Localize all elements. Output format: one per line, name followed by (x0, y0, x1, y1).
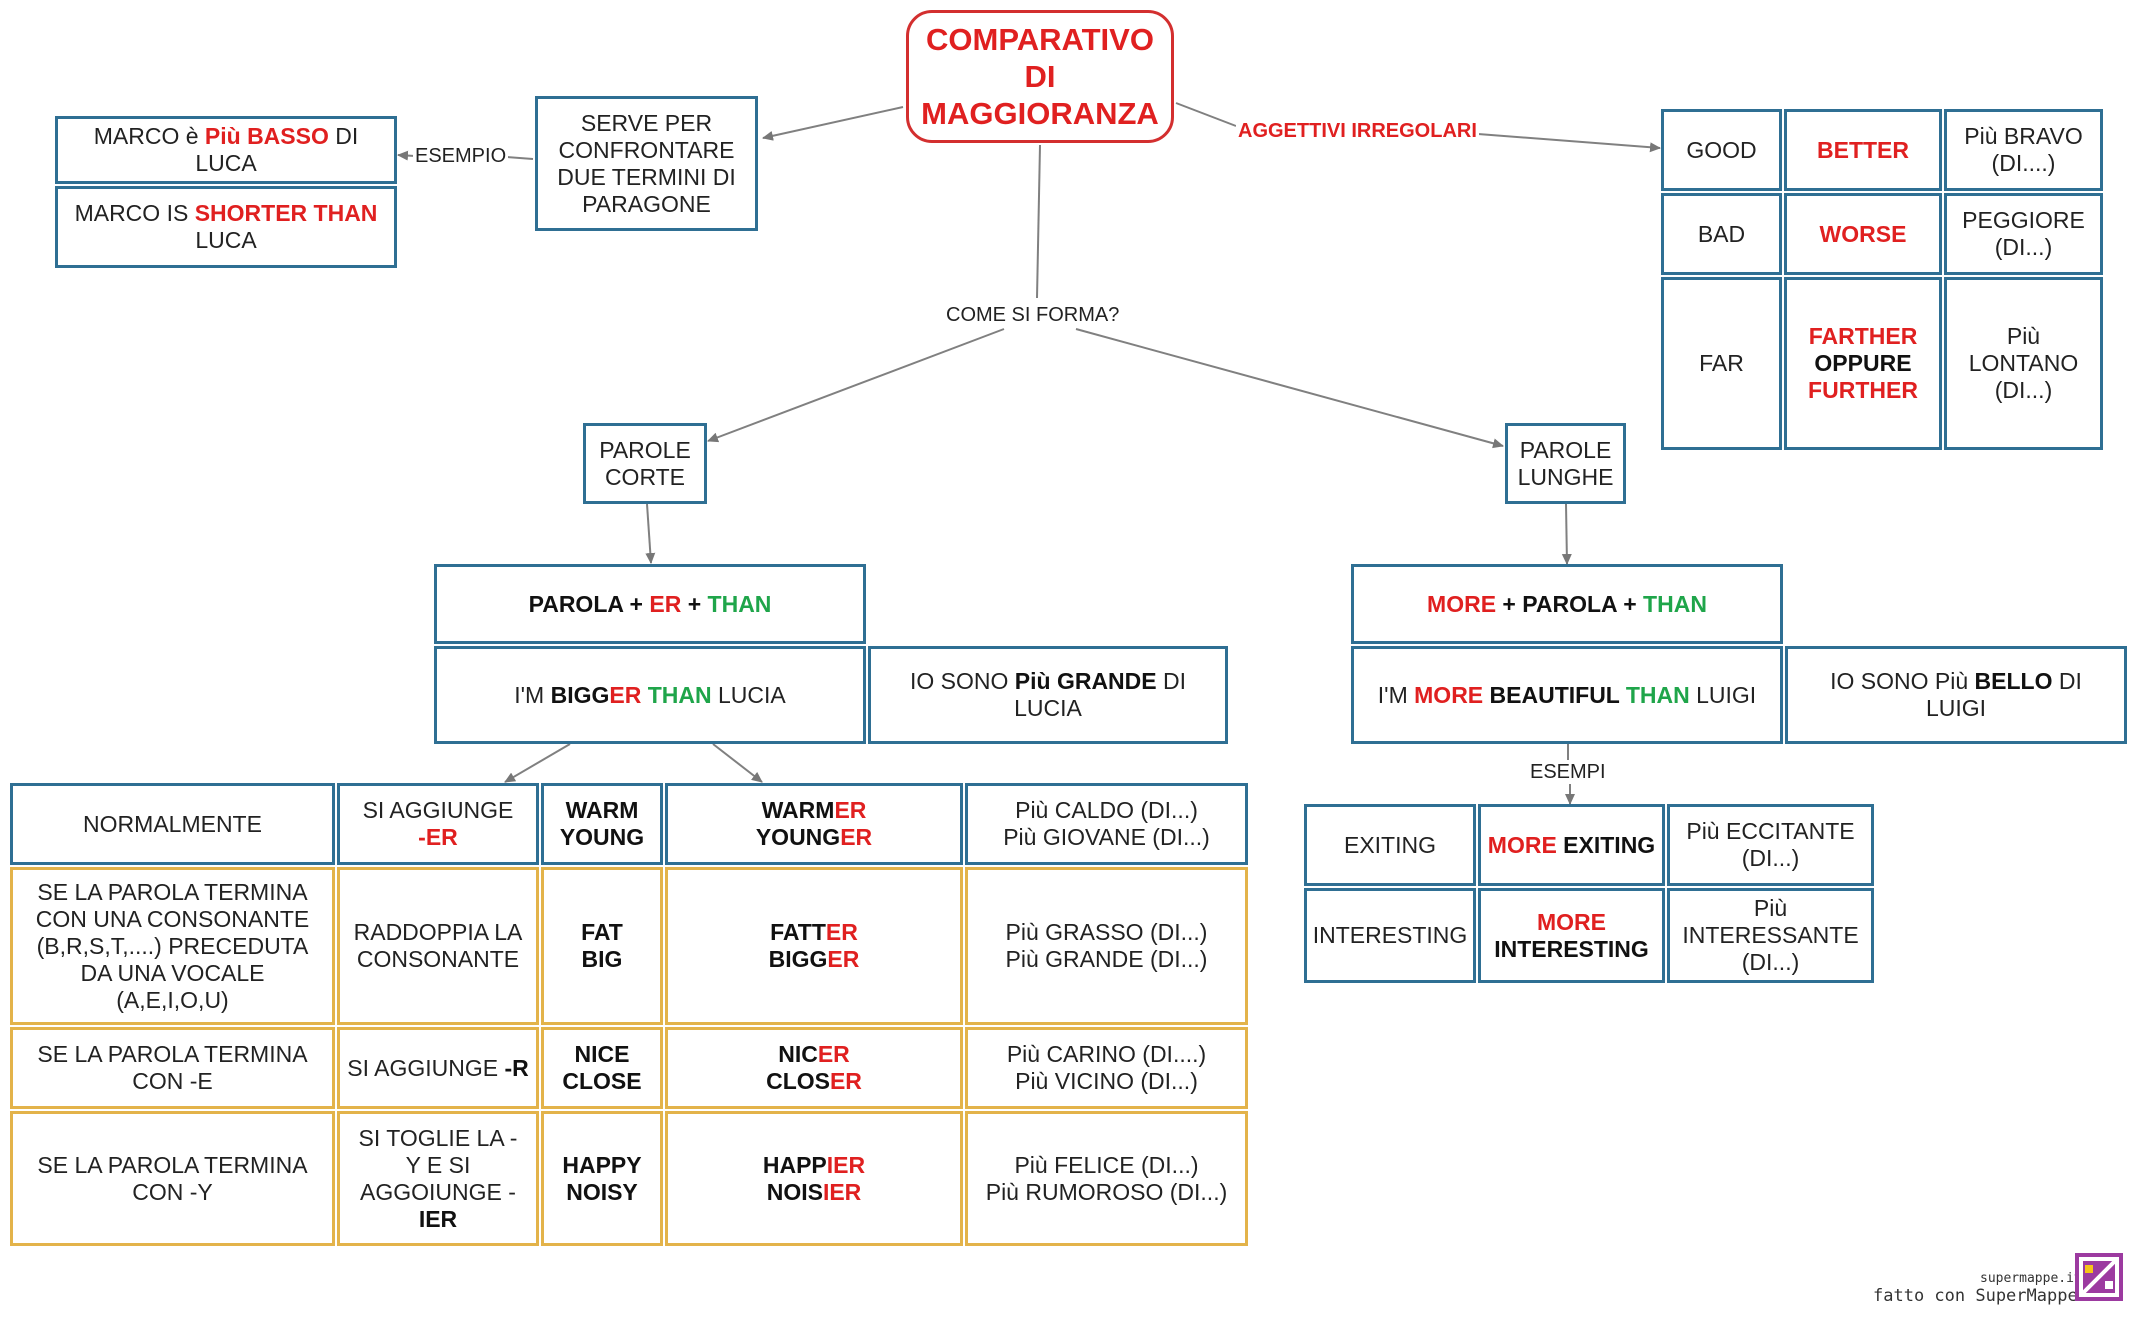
long-row-base-interesting: INTERESTING (1304, 888, 1476, 983)
rule-it-normal: Più CALDO (DI...) Più GIOVANE (DI...) (965, 783, 1248, 865)
rule-comp-e: NICER CLOSER (665, 1027, 963, 1109)
rule-words-normal: WARM YOUNG (541, 783, 663, 865)
how-formed-label: COME SI FORMA? (944, 304, 1122, 326)
short-example-box: I'M BIGGER THAN LUCIA (434, 646, 866, 744)
irregular-it-bravo: Più BRAVO (DI....) (1944, 109, 2103, 191)
short-formula-box: PAROLA + ER + THAN (434, 564, 866, 644)
example-italian-box: MARCO è Più BASSO DI LUCA (55, 116, 397, 184)
example-english-box: MARCO IS SHORTER THAN LUCA (55, 186, 397, 268)
irregular-it-peggiore: PEGGIORE (DI...) (1944, 193, 2103, 275)
rule-when-y: SE LA PAROLA TERMINA CON -Y (10, 1111, 335, 1246)
short-words-box: PAROLE CORTE (583, 423, 707, 504)
rule-words-y: HAPPY NOISY (541, 1111, 663, 1246)
irregular-base-far: FAR (1661, 277, 1782, 450)
esempio-label: ESEMPIO (413, 145, 509, 167)
long-example-italian-box: IO SONO Più BELLO DI LUIGI (1785, 646, 2127, 744)
long-row-it-eccitante: Più ECCITANTE (DI...) (1667, 804, 1874, 886)
rule-it-e: Più CARINO (DI....) Più VICINO (DI...) (965, 1027, 1248, 1109)
esempi-label: ESEMPI (1528, 761, 1608, 783)
footer-site: supermappe.it (1980, 1271, 2082, 1286)
purpose-box: SERVE PER CONFRONTARE DUE TERMINI DI PAR… (535, 96, 758, 231)
rule-action-e: SI AGGIUNGE -R (337, 1027, 539, 1109)
irregular-comp-farther: FARTHER OPPURE FURTHER (1784, 277, 1942, 450)
rule-comp-consonant: FATTER BIGGER (665, 867, 963, 1025)
long-words-box: PAROLE LUNGHE (1505, 423, 1626, 504)
long-row-base-exiting: EXITING (1304, 804, 1476, 886)
supermappe-logo (2075, 1253, 2123, 1301)
irregular-comp-better: BETTER (1784, 109, 1942, 191)
rule-comp-y: HAPPIER NOISIER (665, 1111, 963, 1246)
long-row-it-interessante: Più INTERESSANTE (DI...) (1667, 888, 1874, 983)
rule-action-y: SI TOGLIE LA - Y E SI AGGOIUNGE - IER (337, 1111, 539, 1246)
rule-when-normal: NORMALMENTE (10, 783, 335, 865)
irregular-base-good: GOOD (1661, 109, 1782, 191)
rule-it-consonant: Più GRASSO (DI...) Più GRANDE (DI...) (965, 867, 1248, 1025)
rule-words-e: NICE CLOSE (541, 1027, 663, 1109)
irregular-comp-worse: WORSE (1784, 193, 1942, 275)
irregular-base-bad: BAD (1661, 193, 1782, 275)
rule-when-consonant: SE LA PAROLA TERMINA CON UNA CONSONANTE … (10, 867, 335, 1025)
rule-action-normal: SI AGGIUNGE -ER (337, 783, 539, 865)
rule-action-consonant: RADDOPPIA LA CONSONANTE (337, 867, 539, 1025)
rule-comp-normal: WARMER YOUNGER (665, 783, 963, 865)
footer-made-with: fatto con SuperMappe (1873, 1286, 2078, 1306)
irregular-it-lontano: Più LONTANO (DI...) (1944, 277, 2103, 450)
irregular-adjectives-label: AGGETTIVI IRREGOLARI (1236, 120, 1479, 142)
long-row-comp-interesting: MORE INTERESTING (1478, 888, 1665, 983)
short-example-italian-box: IO SONO Più GRANDE DI LUCIA (868, 646, 1228, 744)
long-example-box: I'M MORE BEAUTIFUL THAN LUIGI (1351, 646, 1783, 744)
rule-it-y: Più FELICE (DI...) Più RUMOROSO (DI...) (965, 1111, 1248, 1246)
rule-when-e: SE LA PAROLA TERMINA CON -E (10, 1027, 335, 1109)
long-row-comp-exiting: MORE EXITING (1478, 804, 1665, 886)
map-title: COMPARATIVO DI MAGGIORANZA (906, 10, 1174, 143)
rule-words-consonant: FAT BIG (541, 867, 663, 1025)
long-formula-box: MORE + PAROLA + THAN (1351, 564, 1783, 644)
